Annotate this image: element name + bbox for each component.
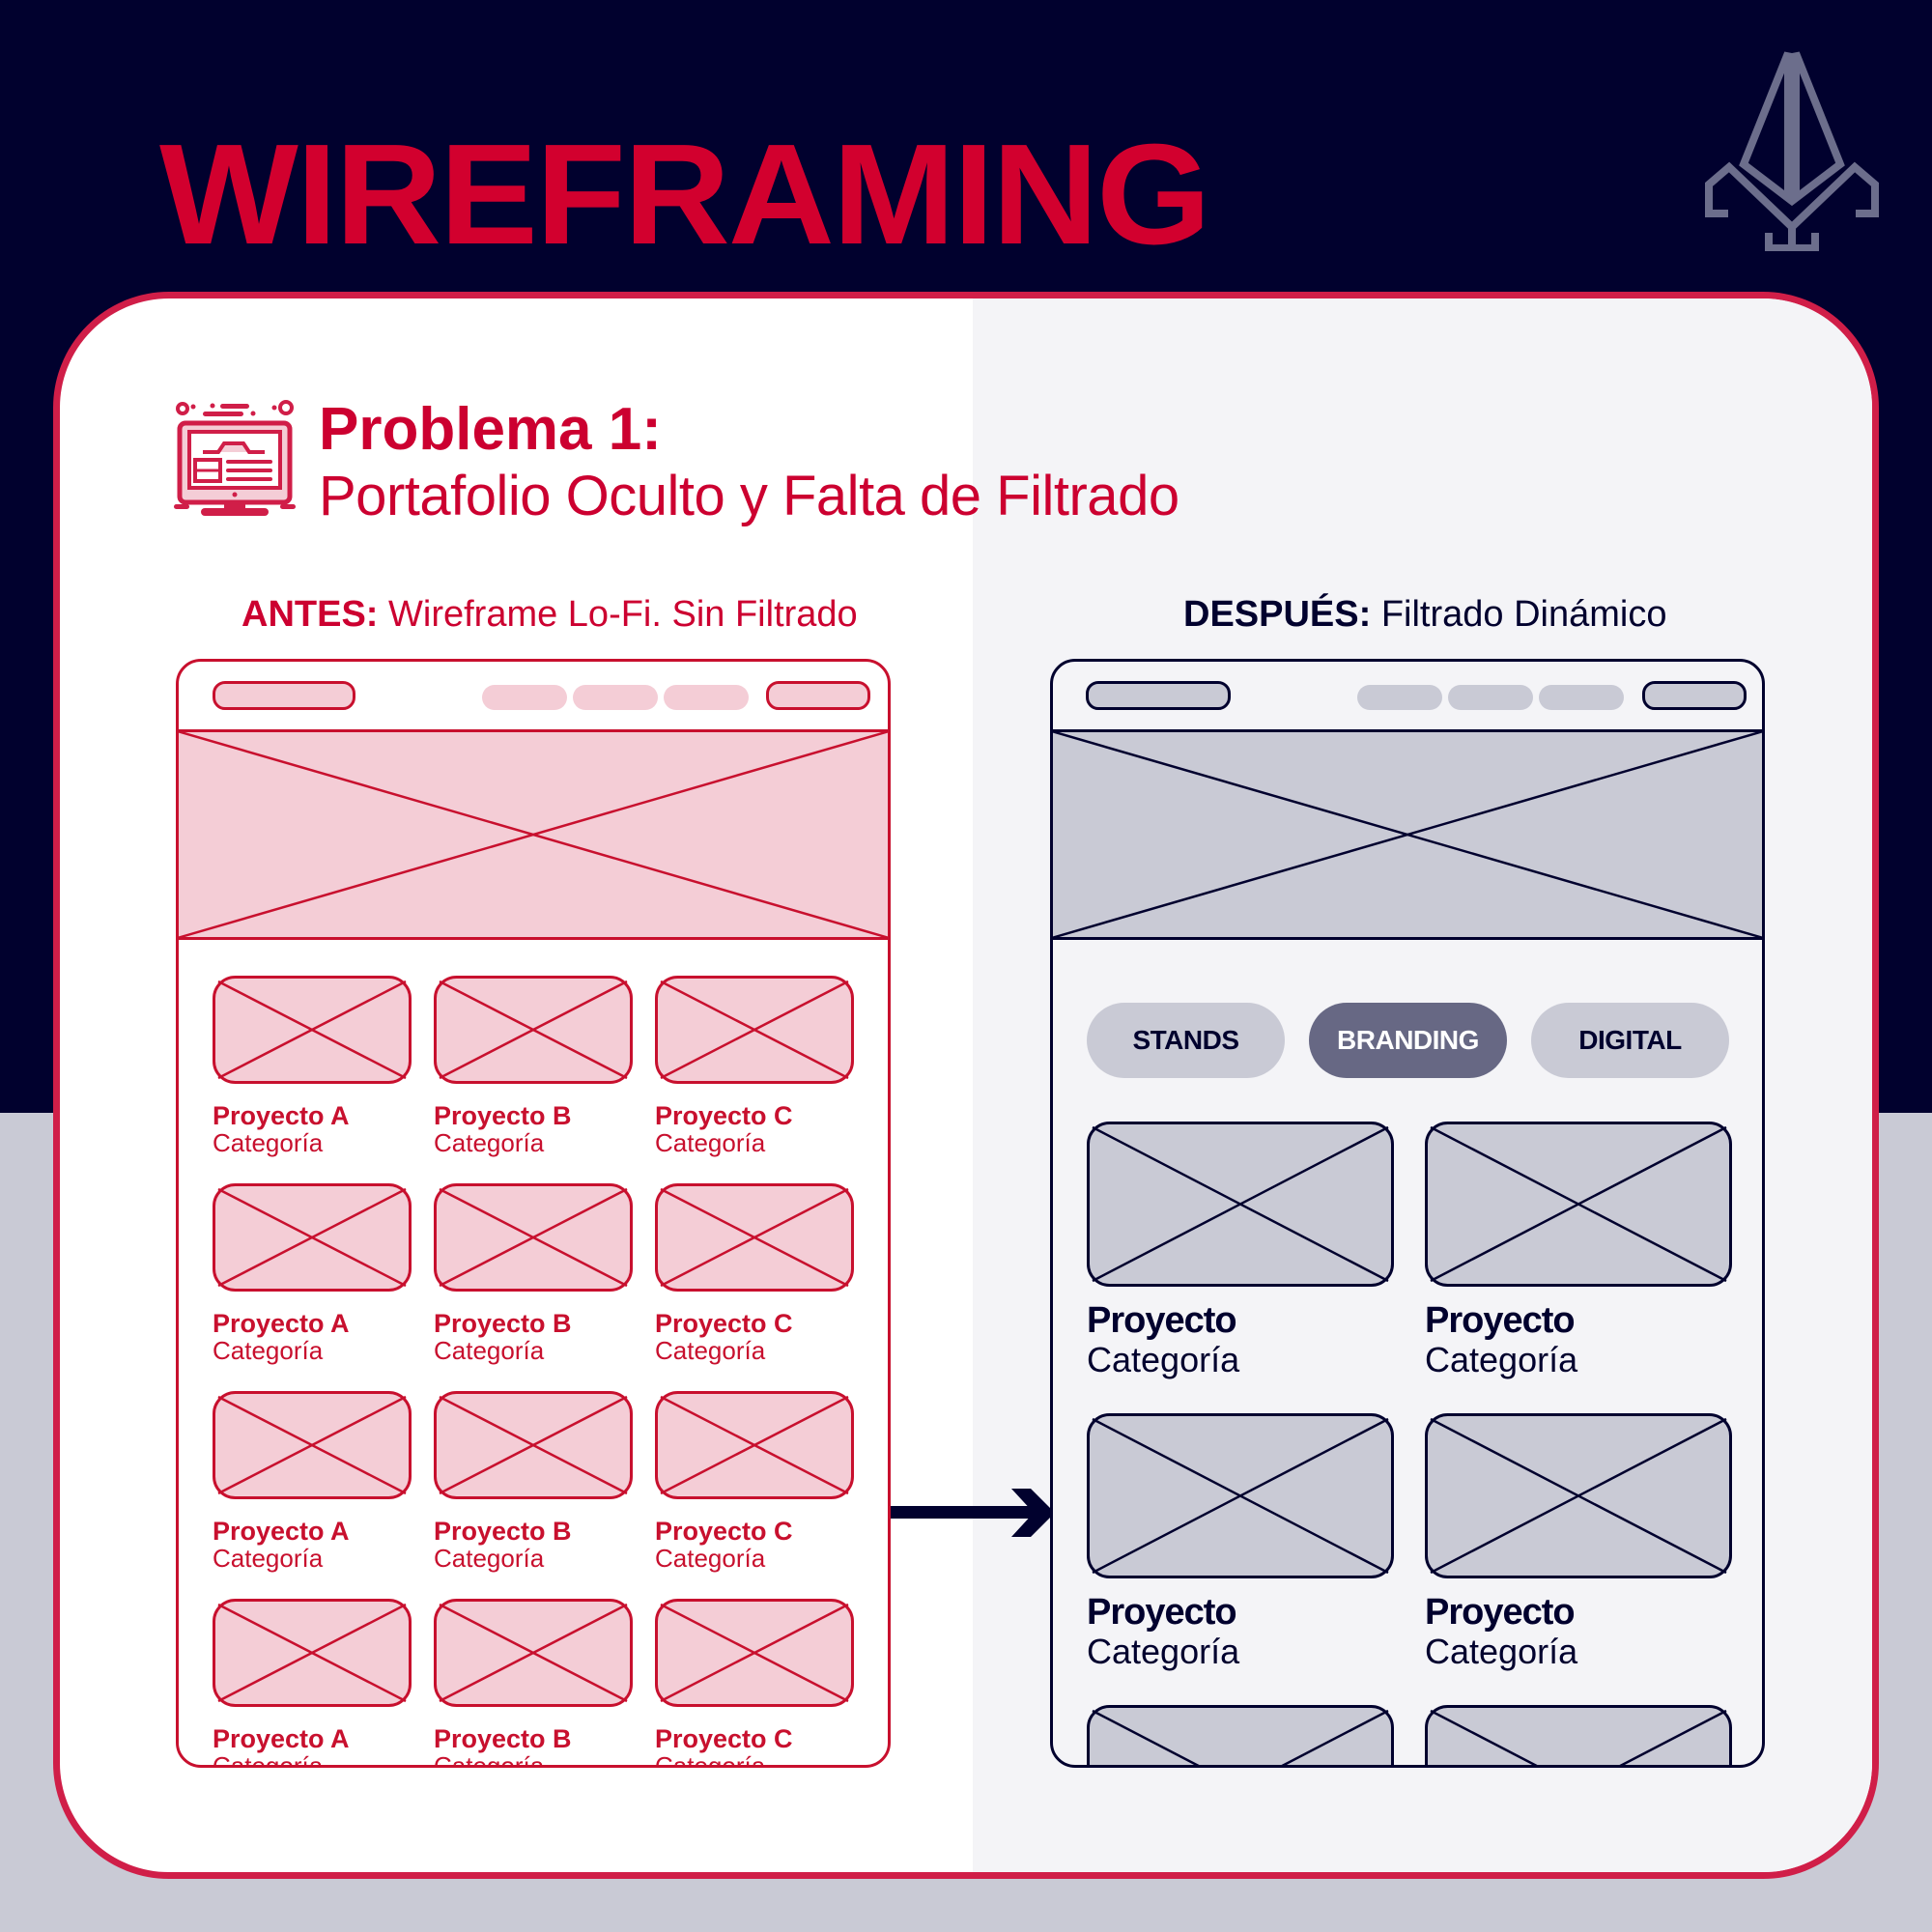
nav-cta-placeholder [1642, 681, 1747, 710]
nav-cta-placeholder [766, 681, 870, 710]
project-category: Categoría [1425, 1632, 1578, 1671]
filter-chip-stands[interactable]: STANDS [1087, 1003, 1285, 1078]
project-thumbnail-placeholder [213, 1183, 412, 1292]
fleur-de-lis-logo-icon [1705, 51, 1879, 251]
project-name: Proyecto B [434, 1101, 572, 1130]
project-name: Proyecto A [213, 1101, 350, 1130]
project-category: Categoría [434, 1751, 545, 1768]
project-thumbnail-placeholder [434, 1599, 633, 1707]
before-label-text: Wireframe Lo-Fi. Sin Filtrado [378, 594, 858, 635]
project-thumbnail-placeholder [1087, 1122, 1394, 1287]
nav-link-placeholder [664, 685, 749, 710]
project-category: Categoría [655, 1128, 766, 1157]
project-name: Proyecto B [434, 1724, 572, 1753]
project-name: Proyecto B [434, 1517, 572, 1546]
project-category: Categoría [434, 1336, 545, 1365]
project-name: Proyecto B [434, 1309, 572, 1338]
nav-link-placeholder [573, 685, 658, 710]
project-name: Proyecto C [655, 1101, 793, 1130]
nav-link-placeholder [482, 685, 567, 710]
project-thumbnail-placeholder [1425, 1122, 1732, 1287]
before-label-bold: ANTES: [242, 594, 379, 635]
project-category: Categoría [434, 1128, 545, 1157]
project-category: Categoría [213, 1128, 324, 1157]
after-label-bold: DESPUÉS: [1183, 594, 1372, 635]
before-label: ANTES: Wireframe Lo-Fi. Sin Filtrado [242, 596, 858, 633]
project-name: Proyecto A [213, 1724, 350, 1753]
project-name: Proyecto C [655, 1517, 793, 1546]
project-thumbnail-placeholder [655, 976, 854, 1084]
main-title: WIREFRAMING [159, 115, 1211, 274]
nav-logo-placeholder [213, 681, 355, 710]
project-name: Proyecto C [655, 1309, 793, 1338]
project-thumbnail-placeholder [1087, 1413, 1394, 1578]
after-label-text: Filtrado Dinámico [1371, 594, 1667, 635]
project-name: Proyecto [1087, 1592, 1237, 1633]
hero-image-placeholder [1053, 729, 1762, 940]
nav-logo-placeholder [1086, 681, 1231, 710]
problem-title: Problema 1: [319, 396, 662, 463]
project-thumbnail-placeholder [213, 976, 412, 1084]
project-category: Categoría [213, 1751, 324, 1768]
project-thumbnail-placeholder [1425, 1705, 1732, 1765]
filter-chip-digital[interactable]: DIGITAL [1531, 1003, 1729, 1078]
project-thumbnail-placeholder [655, 1599, 854, 1707]
project-name: Proyecto [1425, 1300, 1576, 1341]
project-name: Proyecto C [655, 1724, 793, 1753]
project-name: Proyecto A [213, 1517, 350, 1546]
project-thumbnail-placeholder [213, 1391, 412, 1499]
project-thumbnail-placeholder [434, 976, 633, 1084]
problem-subtitle: Portafolio Oculto y Falta de Filtrado [319, 465, 1179, 527]
project-thumbnail-placeholder [213, 1599, 412, 1707]
filter-chip-branding[interactable]: BRANDING [1309, 1003, 1507, 1078]
project-category: Categoría [213, 1544, 324, 1573]
content-card: Problema 1: Portafolio Oculto y Falta de… [53, 292, 1879, 1879]
project-thumbnail-placeholder [434, 1183, 633, 1292]
nav-link-placeholder [1448, 685, 1533, 710]
project-category: Categoría [655, 1544, 766, 1573]
project-name: Proyecto [1425, 1592, 1576, 1633]
arrow-right-icon [891, 1489, 1055, 1537]
project-category: Categoría [1087, 1632, 1240, 1671]
project-category: Categoría [1425, 1340, 1578, 1379]
project-category: Categoría [1087, 1340, 1240, 1379]
hero-image-placeholder [179, 729, 888, 940]
project-category: Categoría [655, 1336, 766, 1365]
project-name: Proyecto [1087, 1300, 1237, 1341]
project-thumbnail-placeholder [1425, 1413, 1732, 1578]
project-category: Categoría [655, 1751, 766, 1768]
project-thumbnail-placeholder [434, 1391, 633, 1499]
project-name: Proyecto A [213, 1309, 350, 1338]
project-thumbnail-placeholder [655, 1183, 854, 1292]
nav-link-placeholder [1357, 685, 1442, 710]
after-label: DESPUÉS: Filtrado Dinámico [1183, 596, 1667, 633]
project-thumbnail-placeholder [1087, 1705, 1394, 1765]
project-thumbnail-placeholder [655, 1391, 854, 1499]
monitor-wireframe-icon [174, 400, 296, 516]
project-category: Categoría [213, 1336, 324, 1365]
nav-link-placeholder [1539, 685, 1624, 710]
project-category: Categoría [434, 1544, 545, 1573]
